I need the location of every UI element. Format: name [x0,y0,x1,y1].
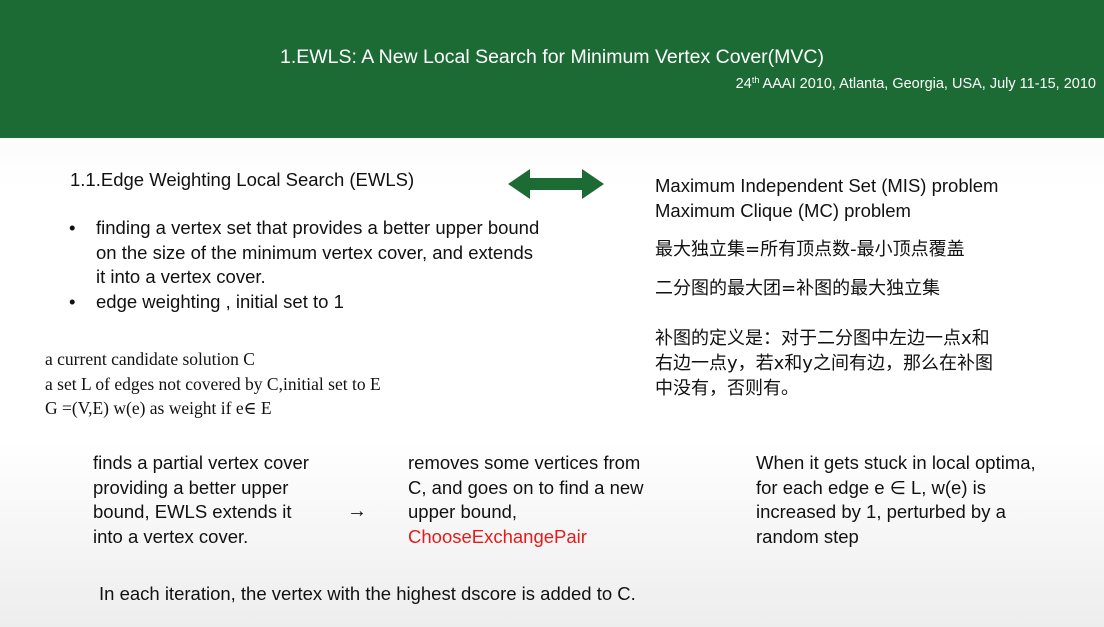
step-line: into a vertex cover. [93,525,249,547]
step-line: upper bound, [408,501,518,522]
cn-definition: 补图的定义是：对于二分图中左边一点x和 右边一点y，若x和y之间有边，那么在补图… [655,326,993,401]
step-line: random step [756,525,859,547]
step-line: When it gets stuck in local optima, [756,452,1036,473]
footer-note: In each iteration, the vertex with the h… [99,583,636,604]
problem-item: Maximum Independent Set (MIS) problem [655,175,999,196]
title-banner: 1.EWLS: A New Local Search for Minimum V… [0,0,1104,138]
conference-details: AAAI 2010, Atlanta, Georgia, USA, July 1… [759,76,1096,92]
step-line: for each edge e ∈ L, w(e) is [756,476,987,498]
step-line: providing a better upper [93,476,289,498]
step-remove-vertices: removes some vertices from C, and goes o… [408,451,644,549]
step-local-optima: When it gets stuck in local optima, for … [756,451,1036,549]
conference-ordinal: 24 [735,76,752,92]
definitions-block: a current candidate solution C a set L o… [45,347,381,421]
problem-item: Maximum Clique (MC) problem [655,200,911,221]
step-line: bound, EWLS extends it [93,501,292,522]
step-line: increased by 1, perturbed by a [756,501,1006,522]
cn-formula-2: 二分图的最大团=补图的最大独立集 [655,278,941,299]
definition-line: a current candidate solution C [45,349,255,369]
step-line: finds a partial vertex cover [93,452,309,473]
bullet-item: edge weighting , initial set to 1 [66,290,546,315]
step-partial-cover: finds a partial vertex cover providing a… [93,451,309,549]
conference-info: 24th AAAI 2010, Atlanta, Georgia, USA, J… [736,75,1096,92]
double-arrow-icon [508,169,604,199]
choose-exchange-pair-label: ChooseExchangePair [408,525,587,547]
cn-definition-line: 中没有，否则有。 [655,378,799,399]
right-arrow-icon: → [347,500,367,522]
cn-formula-1: 最大独立集=所有顶点数-最小顶点覆盖 [655,239,965,260]
slide-title: 1.EWLS: A New Local Search for Minimum V… [279,46,824,68]
problem-list: Maximum Independent Set (MIS) problem Ma… [655,173,998,223]
step-line: removes some vertices from [408,452,641,473]
conference-ordinal-suffix: th [751,75,760,85]
cn-definition-line: 补图的定义是：对于二分图中左边一点x和 [655,328,990,349]
definition-line: G =(V,E) w(e) as weight if e∈ E [45,398,272,418]
bullet-item: finding a vertex set that provides a bet… [66,216,546,290]
definition-line: a set L of edges not covered by C,initia… [45,373,381,394]
cn-definition-line: 右边一点y，若x和y之间有边，那么在补图 [655,353,993,374]
step-line: C, and goes on to find a new [408,476,644,498]
section-title: 1.1.Edge Weighting Local Search (EWLS) [70,169,415,190]
bullet-list: finding a vertex set that provides a bet… [66,216,546,314]
